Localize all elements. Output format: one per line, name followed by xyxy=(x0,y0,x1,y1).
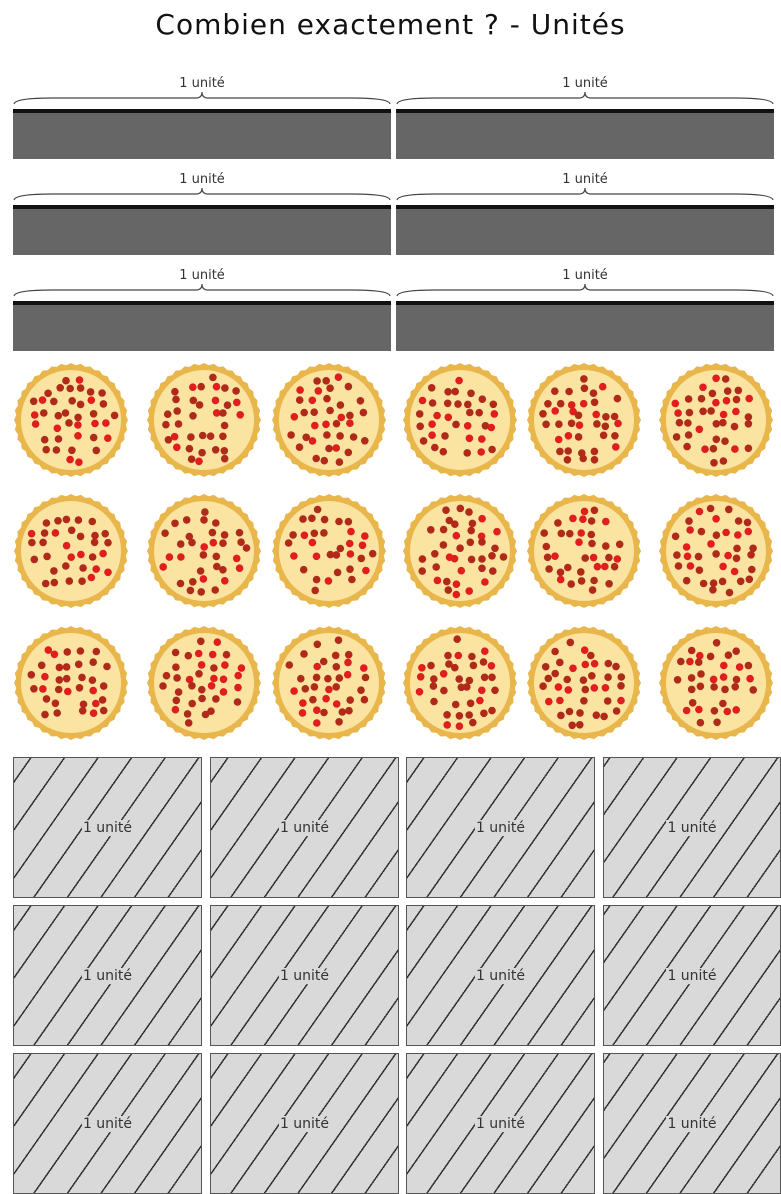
pizza-icon xyxy=(270,361,388,479)
tile-label-text: 1 unité xyxy=(279,1116,330,1132)
unit-tile: 1 unité xyxy=(13,1053,202,1194)
pizza-icon xyxy=(525,361,643,479)
tile-label-text: 1 unité xyxy=(666,968,717,984)
unit-tile: 1 unité xyxy=(13,757,202,898)
bar-label: 1 unité xyxy=(142,268,262,283)
brace-icon xyxy=(13,186,391,202)
pizza-icon xyxy=(657,361,775,479)
unit-bar xyxy=(396,301,774,351)
tile-label: 1 unité xyxy=(604,968,780,984)
unit-bar xyxy=(396,109,774,159)
tile-label-text: 1 unité xyxy=(666,820,717,836)
pizza-icon xyxy=(12,624,130,742)
brace-icon xyxy=(396,282,774,298)
tile-label-text: 1 unité xyxy=(82,968,133,984)
unit-tile: 1 unité xyxy=(406,905,595,1046)
pizza-icon xyxy=(270,492,388,610)
unit-bar xyxy=(13,205,391,255)
pizza-icon xyxy=(657,624,775,742)
tile-label-text: 1 unité xyxy=(82,820,133,836)
pizza-icon xyxy=(270,624,388,742)
tile-label: 1 unité xyxy=(14,1116,201,1132)
brace-icon xyxy=(396,186,774,202)
tile-label-text: 1 unité xyxy=(475,1116,526,1132)
unit-bar xyxy=(13,109,391,159)
unit-tile: 1 unité xyxy=(210,757,399,898)
bar-label: 1 unité xyxy=(525,268,645,283)
pizza-icon xyxy=(525,492,643,610)
unit-tile: 1 unité xyxy=(210,905,399,1046)
pizza-icon xyxy=(12,361,130,479)
pizza-icon xyxy=(145,361,263,479)
pizza-icon xyxy=(145,492,263,610)
unit-tile: 1 unité xyxy=(603,905,781,1046)
unit-bar xyxy=(13,301,391,351)
pizza-icon xyxy=(145,624,263,742)
tile-label: 1 unité xyxy=(604,820,780,836)
tile-label: 1 unité xyxy=(407,820,594,836)
unit-tile: 1 unité xyxy=(406,757,595,898)
tile-label-text: 1 unité xyxy=(475,820,526,836)
page-title: Combien exactement ? - Unités xyxy=(0,8,781,41)
pizza-icon xyxy=(12,492,130,610)
bar-label: 1 unité xyxy=(142,172,262,187)
tile-label-text: 1 unité xyxy=(279,968,330,984)
tile-label-text: 1 unité xyxy=(666,1116,717,1132)
unit-tile: 1 unité xyxy=(210,1053,399,1194)
pizza-icon xyxy=(525,624,643,742)
tile-label: 1 unité xyxy=(407,968,594,984)
brace-icon xyxy=(13,282,391,298)
pizza-icon xyxy=(401,624,519,742)
tile-label: 1 unité xyxy=(211,820,398,836)
tile-label: 1 unité xyxy=(14,968,201,984)
tile-label-text: 1 unité xyxy=(475,968,526,984)
brace-icon xyxy=(13,90,391,106)
bar-label: 1 unité xyxy=(142,76,262,91)
bar-label: 1 unité xyxy=(525,172,645,187)
unit-tile: 1 unité xyxy=(603,1053,781,1194)
brace-icon xyxy=(396,90,774,106)
unit-tile: 1 unité xyxy=(603,757,781,898)
tile-label: 1 unité xyxy=(14,820,201,836)
tile-label: 1 unité xyxy=(407,1116,594,1132)
tile-label: 1 unité xyxy=(604,1116,780,1132)
bar-label: 1 unité xyxy=(525,76,645,91)
pizza-icon xyxy=(657,492,775,610)
tile-label-text: 1 unité xyxy=(279,820,330,836)
tile-label: 1 unité xyxy=(211,1116,398,1132)
pizza-icon xyxy=(401,361,519,479)
tile-label: 1 unité xyxy=(211,968,398,984)
tile-label-text: 1 unité xyxy=(82,1116,133,1132)
unit-bar xyxy=(396,205,774,255)
pizza-icon xyxy=(401,492,519,610)
unit-tile: 1 unité xyxy=(406,1053,595,1194)
unit-tile: 1 unité xyxy=(13,905,202,1046)
